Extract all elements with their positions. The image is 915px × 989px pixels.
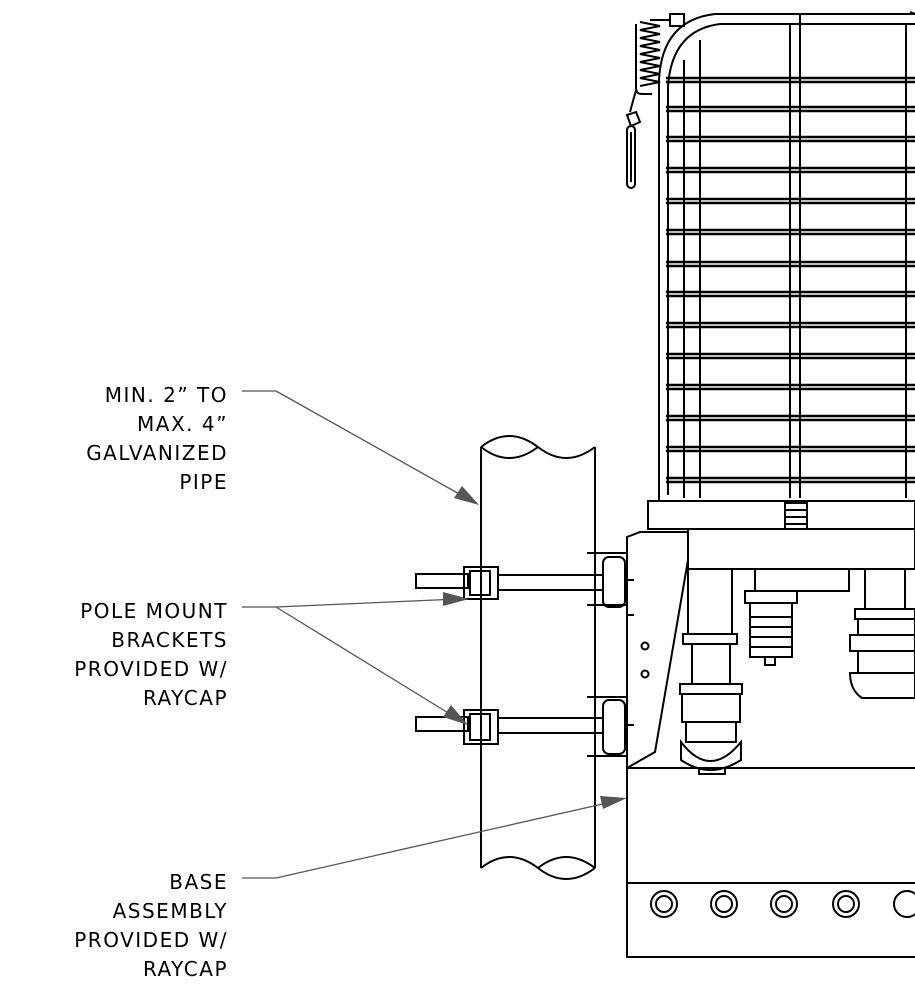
tether-pin xyxy=(625,110,642,189)
pole-mount-bracket-upper xyxy=(415,552,627,608)
callout-base-line-1: BASE xyxy=(169,870,228,894)
callout-pipe-line-3: GALVANIZED xyxy=(86,441,228,465)
enclosure-dome xyxy=(658,11,915,501)
callout-pipe-line-4: PIPE xyxy=(179,470,228,494)
callout-pipe-line-2: MAX. 4” xyxy=(137,412,228,436)
callout-base-line-2: ASSEMBLY xyxy=(112,899,228,923)
callout-pipe-line-1: MIN. 2” TO xyxy=(104,383,228,407)
leader-pipe xyxy=(242,390,479,505)
base-assembly xyxy=(626,767,915,958)
tether-spring xyxy=(629,13,685,113)
callout-brackets-line-1: POLE MOUNT xyxy=(80,599,228,623)
callout-brackets-line-2: BRACKETS xyxy=(111,628,228,652)
callout-galvanized-pipe: MIN. 2” TO MAX. 4” GALVANIZED PIPE xyxy=(86,381,228,497)
leader-brackets xyxy=(242,592,469,725)
leader-base xyxy=(242,796,627,879)
callout-pole-mount-brackets: POLE MOUNT BRACKETS PROVIDED W/ RAYCAP xyxy=(74,597,228,713)
galvanized-pipe xyxy=(480,435,596,880)
pole-mount-bracket-lower xyxy=(415,696,627,757)
cable-gland-middle xyxy=(744,590,798,666)
callout-brackets-line-3: PROVIDED W/ xyxy=(74,657,228,681)
cable-gland-right xyxy=(848,568,915,699)
callout-base-line-3: PROVIDED W/ xyxy=(74,928,228,952)
mounting-plate xyxy=(626,531,689,770)
callout-brackets-line-4: RAYCAP xyxy=(142,686,228,710)
callout-base-assembly: BASE ASSEMBLY PROVIDED W/ RAYCAP xyxy=(74,868,228,984)
enclosure-rings xyxy=(666,76,915,484)
cable-gland-left xyxy=(679,568,743,775)
enclosure-base-plate xyxy=(647,500,915,592)
callout-base-line-4: RAYCAP xyxy=(142,957,228,981)
